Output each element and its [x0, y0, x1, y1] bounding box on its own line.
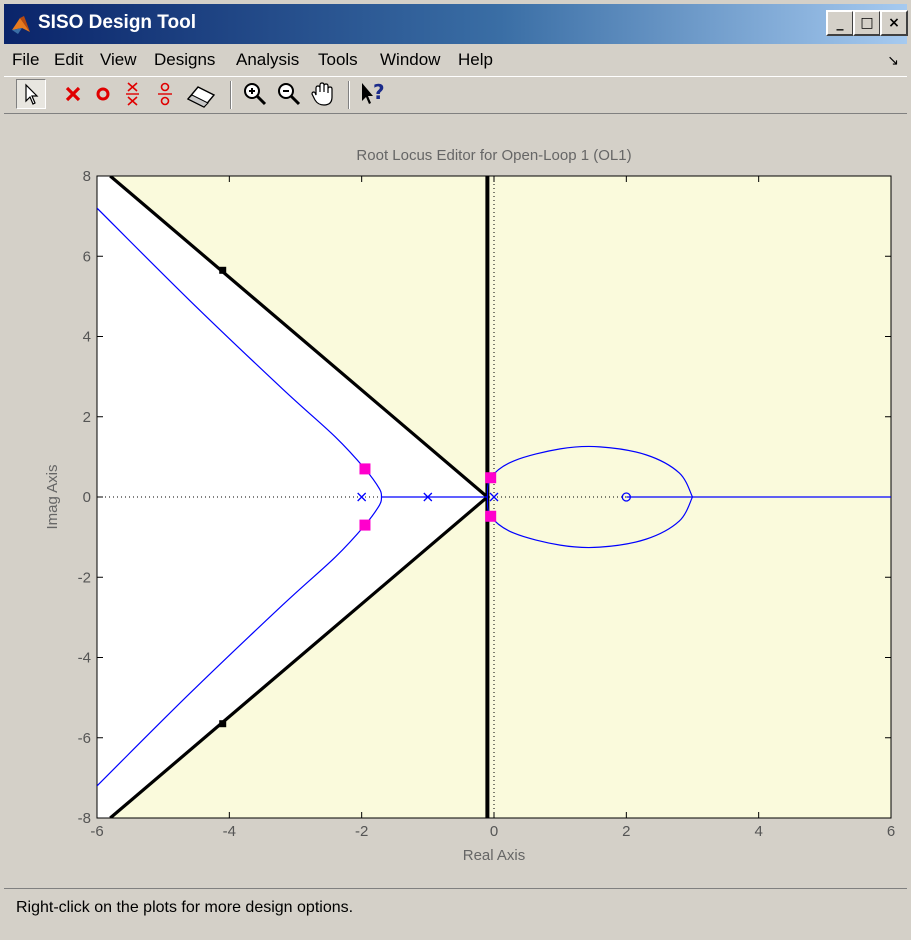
y-tick-label: 0	[83, 489, 91, 506]
y-tick-label: -4	[78, 650, 91, 667]
menu-bar: File Edit View Designs Analysis Tools Wi…	[4, 46, 907, 74]
menu-window[interactable]: Window	[380, 50, 441, 69]
zoom-in-icon[interactable]	[240, 79, 270, 109]
whats-this-help-icon[interactable]: ?	[358, 79, 388, 109]
zoom-out-icon[interactable]	[274, 79, 304, 109]
status-bar: Right-click on the plots for more design…	[4, 888, 907, 935]
add-real-pole-icon[interactable]	[58, 79, 88, 109]
y-axis-label: Imag Axis	[44, 464, 61, 529]
closed-loop-pole[interactable]	[359, 519, 371, 531]
y-tick-label: -6	[78, 730, 91, 747]
x-tick-label: 0	[490, 823, 498, 840]
damping-wedge-region	[97, 176, 488, 818]
add-complex-zero-icon[interactable]	[150, 79, 180, 109]
chart-title: Root Locus Editor for Open-Loop 1 (OL1)	[356, 147, 631, 164]
status-text: Right-click on the plots for more design…	[16, 899, 354, 916]
menu-tools[interactable]: Tools	[318, 50, 358, 69]
x-axis-label: Real Axis	[463, 847, 526, 864]
damping-marker[interactable]	[219, 720, 227, 728]
y-tick-label: -2	[78, 569, 91, 586]
add-complex-pole-icon[interactable]	[118, 79, 148, 109]
eraser-icon[interactable]	[184, 79, 216, 109]
dock-arrow-icon[interactable]: ↘	[887, 52, 899, 68]
open-loop-zero[interactable]	[621, 492, 631, 502]
svg-text:?: ?	[373, 80, 385, 104]
select-arrow-icon[interactable]	[16, 79, 46, 109]
minimize-button[interactable]: _	[826, 10, 854, 36]
y-tick-label: 8	[83, 168, 91, 185]
x-tick-label: -2	[355, 823, 368, 840]
open-loop-pole[interactable]	[423, 492, 433, 502]
closed-loop-pole[interactable]	[359, 463, 371, 475]
y-tick-label: -8	[78, 810, 91, 827]
toolbar-separator	[348, 81, 350, 109]
closed-loop-pole[interactable]	[485, 510, 497, 522]
damping-constraint-line[interactable]	[109, 176, 489, 499]
close-button[interactable]: ×	[880, 10, 908, 36]
menu-help[interactable]: Help	[458, 50, 493, 69]
maximize-button[interactable]: □	[853, 10, 881, 36]
menu-file[interactable]: File	[12, 50, 40, 69]
x-tick-label: 2	[622, 823, 630, 840]
y-tick-label: 6	[83, 248, 91, 265]
damping-constraint-line[interactable]	[109, 495, 489, 818]
window-title: SISO Design Tool	[38, 12, 196, 33]
menu-edit[interactable]: Edit	[54, 50, 84, 69]
root-locus-branch[interactable]	[97, 496, 383, 787]
title-bar[interactable]: SISO Design Tool _ □ ×	[4, 4, 908, 44]
x-tick-label: 6	[887, 823, 895, 840]
toolbar-separator	[230, 81, 232, 109]
y-tick-label: 2	[83, 409, 91, 426]
x-tick-label: -4	[223, 823, 236, 840]
open-loop-pole[interactable]	[489, 492, 499, 502]
pan-hand-icon[interactable]	[308, 79, 338, 109]
x-tick-label: -6	[90, 823, 103, 840]
closed-loop-pole[interactable]	[485, 472, 497, 484]
damping-marker[interactable]	[219, 266, 227, 274]
menu-analysis[interactable]: Analysis	[236, 50, 300, 69]
menu-designs[interactable]: Designs	[154, 50, 216, 69]
x-tick-label: 4	[754, 823, 762, 840]
open-loop-pole[interactable]	[357, 492, 367, 502]
root-locus-branch[interactable]	[97, 207, 383, 498]
toolbar: ?	[4, 76, 907, 114]
y-tick-label: 4	[83, 329, 91, 346]
matlab-logo-icon	[12, 16, 30, 34]
menu-view[interactable]: View	[100, 50, 137, 69]
add-real-zero-icon[interactable]	[88, 79, 118, 109]
